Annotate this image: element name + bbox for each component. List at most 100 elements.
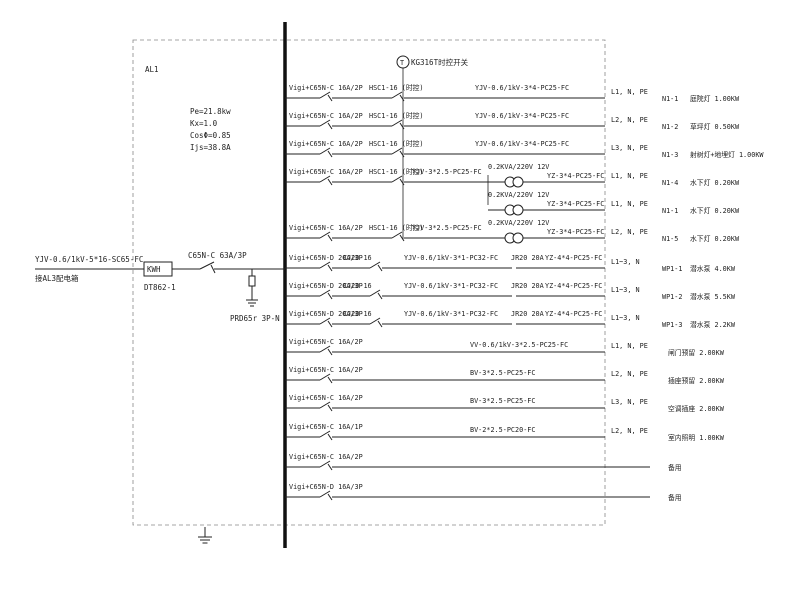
breaker-label: Vigi+C65N-C 16A/2P [289, 112, 363, 120]
phase-label: L1~3, N [611, 286, 640, 294]
circuit-row: Vigi+C65N-C 16A/2P HSC1-16 (时控)YJV-3*2.5-… [285, 163, 740, 188]
breaker-icon [319, 147, 333, 158]
transformer-icon [504, 176, 524, 188]
load-label: 水下灯 0.20KW [690, 178, 740, 187]
contactor-icon [391, 147, 405, 158]
circuit-id: WP1-2 [662, 293, 682, 301]
circuit-id: WP1-1 [662, 265, 682, 273]
phase-label: L1, N, PE [611, 200, 648, 208]
breaker-icon [319, 91, 333, 102]
circuit-row: Vigi+C65N-C 16A/2P 备用 [285, 453, 682, 472]
circuit-row: Vigi+C65N-C 16A/2P HSC1-16 (时控)YJV-3*2.5-… [285, 219, 740, 244]
relay-label: JR20 20A [511, 254, 544, 262]
circuit-row: Vigi+C65N-C 16A/2P HSC1-16 (时控) YJV-0.6/1k… [285, 139, 764, 159]
breaker-label: Vigi+C65N-C 16A/1P [289, 423, 363, 431]
load-label: 备用 [668, 463, 682, 472]
load-cable-label: YZ-4*4-PC25-FC [545, 282, 602, 290]
cable-label: YJV-0.6/1kV-3*4-PC25-FC [475, 112, 569, 120]
param-cos: CosΦ=0.85 [190, 131, 231, 140]
cable-label: VV-0.6/1kV-3*2.5-PC25-FC [470, 341, 568, 349]
param-kx: Kx=1.0 [190, 119, 218, 128]
cable-label: YJV-0.6/1kV-3*4-PC25-FC [475, 84, 569, 92]
load-label: 插座预留 2.00KW [668, 376, 725, 385]
load-cable-label: YZ-4*4-PC25-FC [545, 254, 602, 262]
svg-text:T: T [400, 59, 404, 67]
breaker-label: Vigi+C65N-D 20A/3P [289, 282, 363, 290]
circuit-id: WP1-3 [662, 321, 682, 329]
contactor-icon [391, 119, 405, 130]
load-label: 草坪灯 0.50KW [690, 122, 740, 131]
load-label: 射树灯+地埋灯 1.00KW [690, 150, 764, 159]
phase-label: L2, N, PE [611, 427, 648, 435]
load-label: 潜水泵 4.0KW [690, 264, 736, 273]
load-cable-label: YZ-3*4-PC25-FC [547, 172, 604, 180]
main-breaker-label: C65N-C 63A/3P [188, 251, 247, 260]
contactor-label: CJ20-16 [343, 310, 372, 318]
phase-label: L1~3, N [611, 258, 640, 266]
contactor-icon [369, 261, 383, 272]
phase-label: L3, N, PE [611, 144, 648, 152]
relay-label: JR20 20A [511, 310, 544, 318]
phase-label: L2, N, PE [611, 228, 648, 236]
circuit-row: Vigi+C65N-C 16A/2P VV-0.6/1kV-3*2.5-PC25-… [285, 338, 725, 357]
param-pe: Pe=21.8kw [190, 107, 231, 116]
contactor-icon [369, 289, 383, 300]
load-label: 水下灯 0.20KW [690, 206, 740, 215]
circuit-id: N1-5 [662, 235, 678, 243]
breaker-icon [319, 175, 333, 186]
phase-label: L1, N, PE [611, 172, 648, 180]
incoming-source: 接AL3配电箱 [35, 273, 79, 283]
breaker-label: Vigi+C65N-C 16A/2P [289, 140, 363, 148]
load-label: 室内照明 1.00KW [668, 433, 725, 442]
static-frame: T [35, 22, 606, 548]
cable-label: YJV-0.6/1kV-3*1-PC32-FC [404, 310, 498, 318]
relay-label: JR20 20A [511, 282, 544, 290]
breaker-label: Vigi+C65N-D 20A/3P [289, 254, 363, 262]
transformer-icon [504, 204, 524, 216]
circuit-id: N1-1 [662, 95, 678, 103]
breaker-icon [319, 460, 333, 471]
circuit-id: N1-2 [662, 123, 678, 131]
contactor-label: HSC1-16 (时控) [369, 83, 424, 92]
contactor-icon [369, 317, 383, 328]
breaker-icon [319, 317, 333, 328]
cable-label: BV-3*2.5-PC25-FC [470, 369, 535, 377]
breaker-icon [319, 401, 333, 412]
timer-switch-label: KG316T时控开关 [411, 57, 469, 67]
contactor-label: HSC1-16 (时控) [369, 167, 424, 176]
phase-label: L1, N, PE [611, 342, 648, 350]
breaker-label: Vigi+C65N-C 16A/2P [289, 338, 363, 346]
contactor-label: HSC1-16 (时控) [369, 111, 424, 120]
cable-label: YJV-0.6/1kV-3*1-PC32-FC [404, 282, 498, 290]
transformer-label: 0.2KVA/220V 12V [488, 163, 549, 171]
cable-label: BV-3*2.5-PC25-FC [470, 397, 535, 405]
load-label: 空调插座 2.00KW [668, 404, 725, 413]
load-label: 潜水泵 2.2KW [690, 320, 736, 329]
cable-label: YJV-0.6/1kV-3*1-PC32-FC [404, 254, 498, 262]
cable-label: YJV-3*2.5-PC25-FC [412, 168, 482, 176]
contactor-icon [391, 175, 405, 186]
breaker-label: Vigi+C65N-C 16A/2P [289, 168, 363, 176]
breaker-label: Vigi+C65N-D 20A/3P [289, 310, 363, 318]
cable-label: YJV-0.6/1kV-3*4-PC25-FC [475, 140, 569, 148]
load-label: 庭院灯 1.00KW [690, 94, 740, 103]
breaker-label: Vigi+C65N-C 16A/2P [289, 453, 363, 461]
panel-name: AL1 [145, 65, 159, 74]
circuit-id: N1-1 [662, 207, 678, 215]
cable-label: YJV-3*2.5-PC25-FC [412, 224, 482, 232]
panel-boundary [132, 39, 606, 526]
breaker-icon [319, 231, 333, 242]
breaker-label: Vigi+C65N-C 16A/2P [289, 224, 363, 232]
kwh-meter-model: DT862-1 [144, 283, 176, 292]
contactor-label: HSC1-16 (时控) [369, 139, 424, 148]
breaker-label: Vigi+C65N-D 16A/3P [289, 483, 363, 491]
ground-icon [198, 527, 212, 544]
contactor-label: HSC1-16 (时控) [369, 223, 424, 232]
transformer-icon [504, 232, 524, 244]
breaker-icon [319, 289, 333, 300]
load-cable-label: YZ-3*4-PC25-FC [547, 200, 604, 208]
